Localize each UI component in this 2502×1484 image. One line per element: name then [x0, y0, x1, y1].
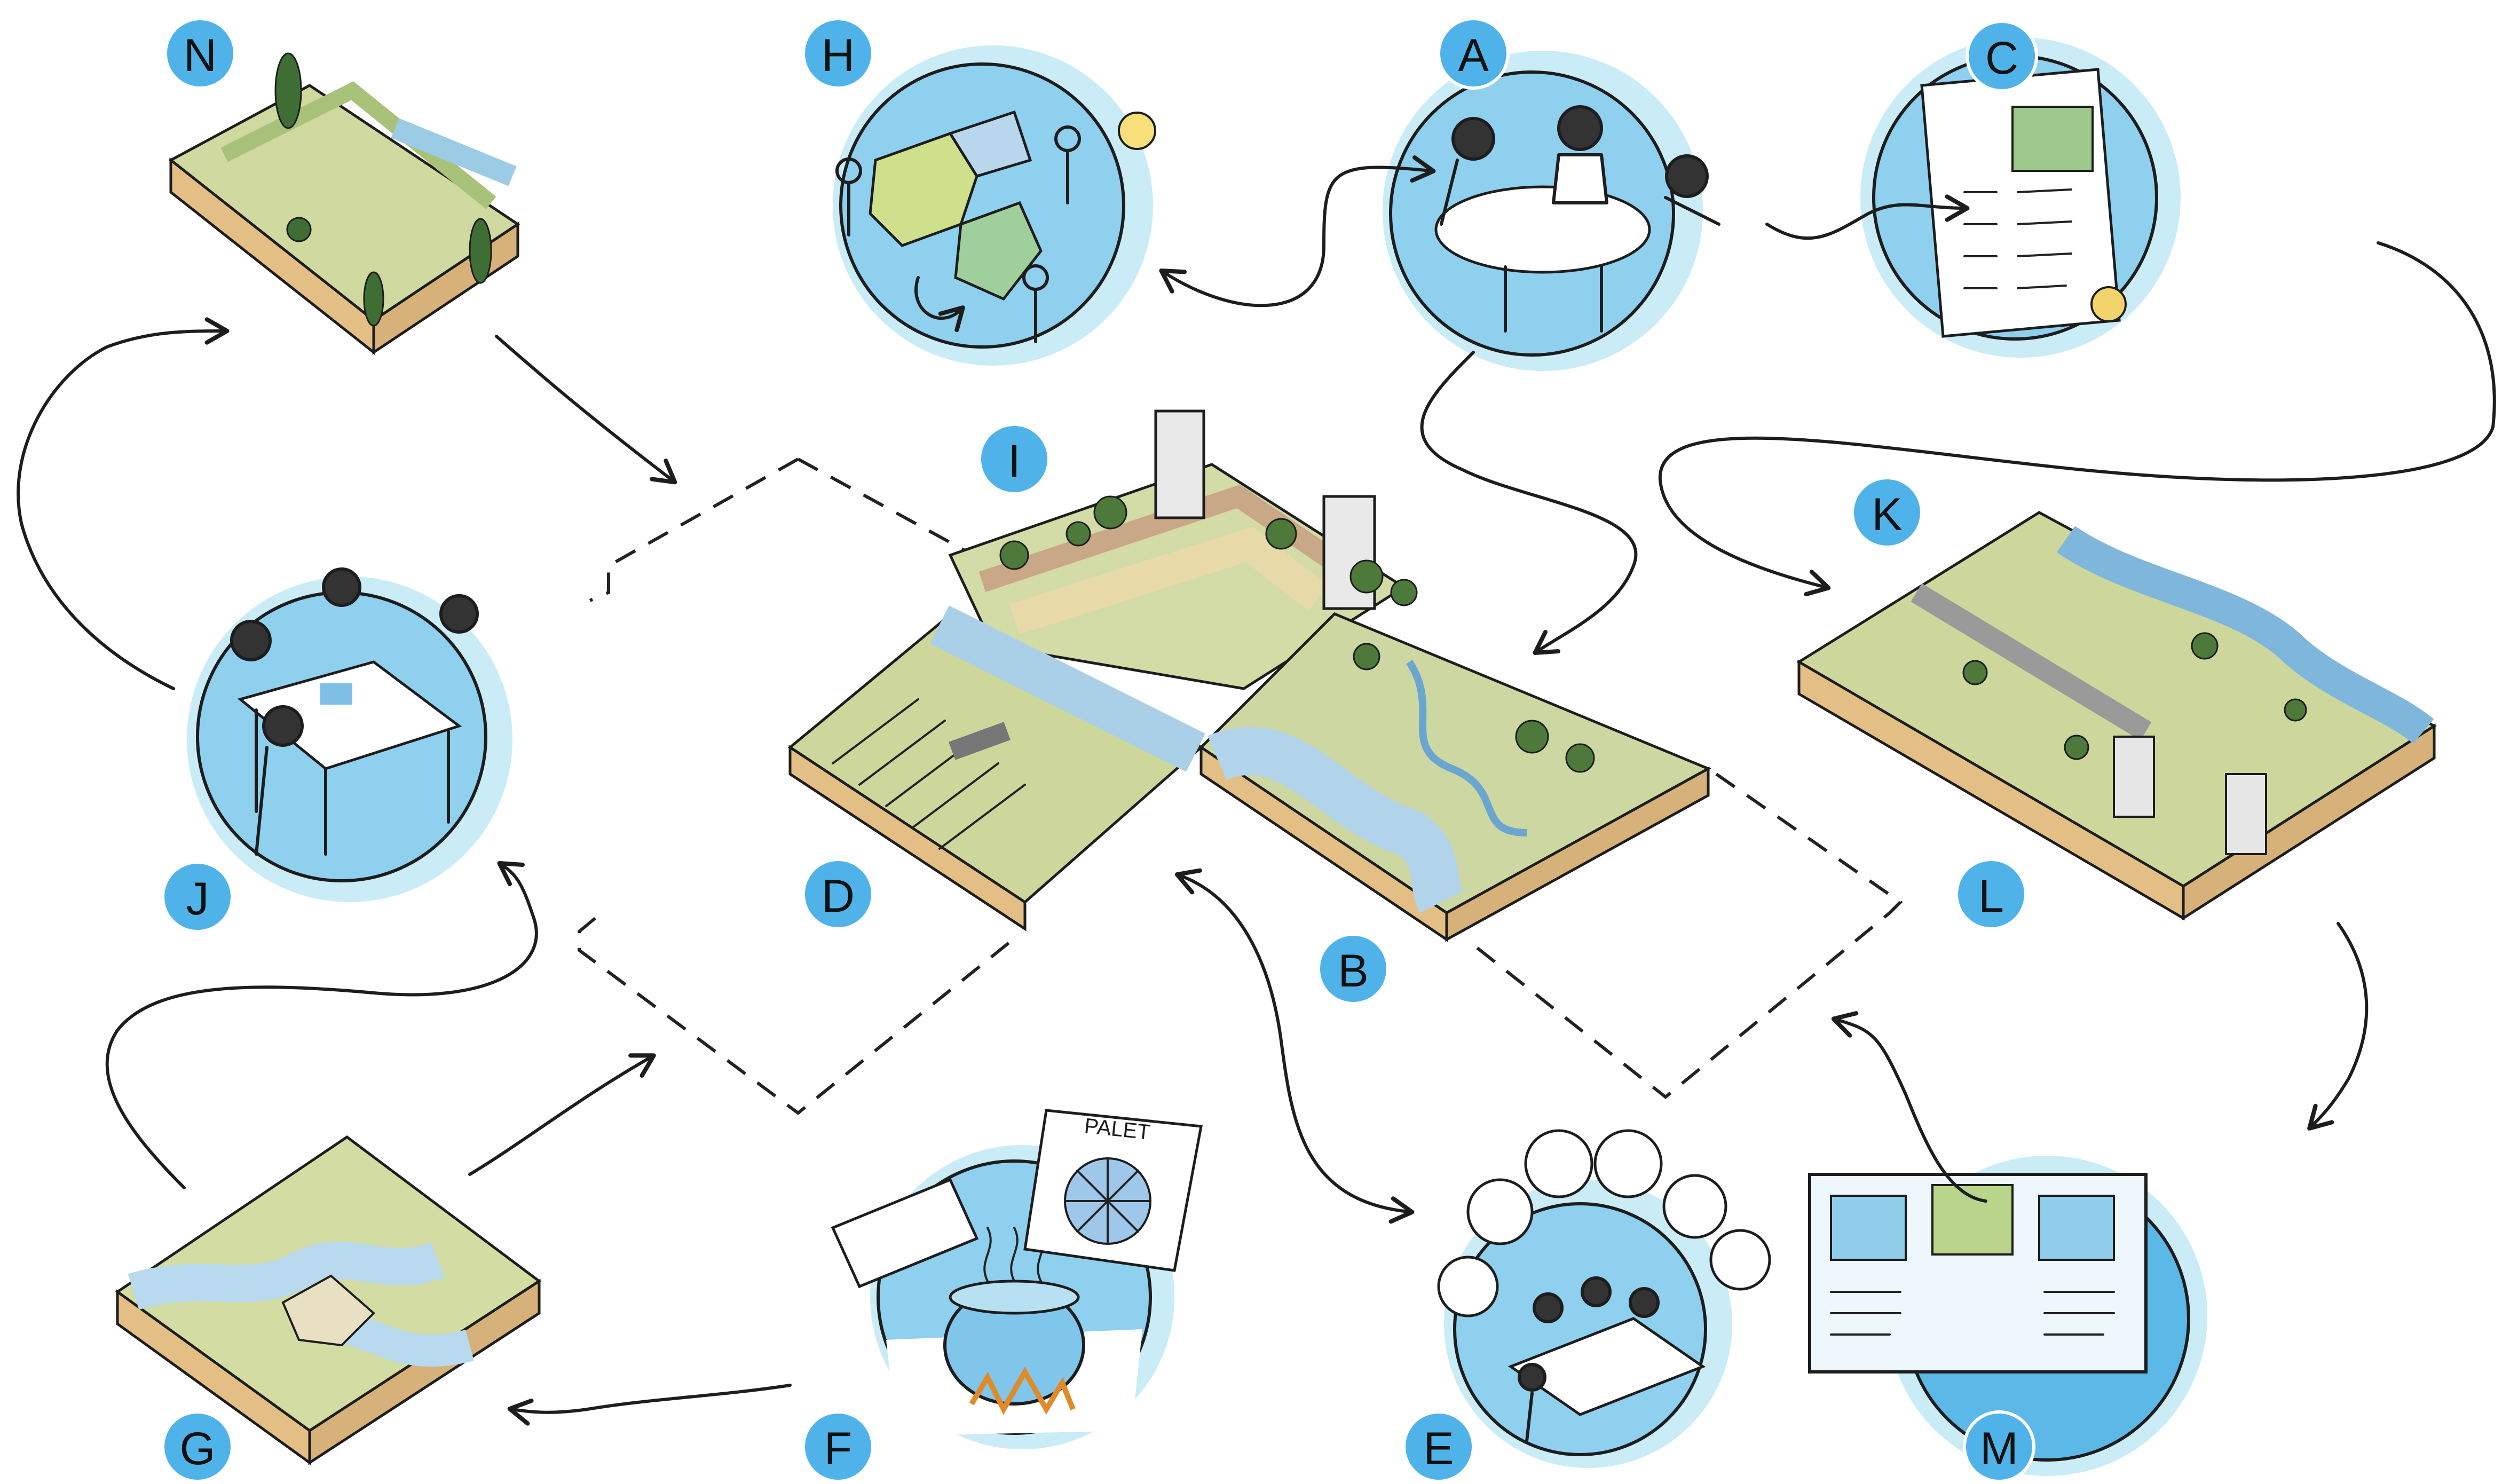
model-icon [1709, 1229, 1771, 1291]
badge-c-label: C [1985, 33, 2018, 84]
city-icon [1524, 1129, 1593, 1198]
badge-i: I [978, 423, 1051, 495]
calendar-icon [1437, 1256, 1499, 1317]
circle-j-table [187, 567, 512, 902]
badge-d-label: D [822, 871, 855, 922]
badge-e-label: E [1423, 1423, 1454, 1474]
terrain-block-kl [1796, 511, 2437, 921]
badge-b: B [1317, 933, 1390, 1005]
badge-a: A [1437, 17, 1510, 90]
badge-m-label: M [1980, 1423, 2018, 1474]
node-badges: A B C D E F G H I J K L M N [161, 17, 2038, 1483]
circle-a-workshop [1383, 51, 1720, 371]
badge-b-label: B [1338, 945, 1368, 997]
badge-d: D [802, 858, 874, 930]
central-dashed-frame [578, 457, 1903, 1115]
tools-icon [1593, 1129, 1663, 1198]
arrow-g-j [105, 861, 538, 1189]
tower-building-k1 [2113, 736, 2155, 818]
badge-f: F [802, 1410, 874, 1483]
badge-k-label: K [1872, 489, 1902, 540]
badge-g-label: G [180, 1423, 216, 1474]
arrow-g-center [468, 1053, 656, 1176]
badge-m: M [1963, 1410, 2035, 1483]
circle-h-puzzle [833, 45, 1156, 366]
badge-f-label: F [824, 1423, 853, 1474]
arrow-a-c [1765, 194, 1970, 240]
arrow-n-center [495, 335, 677, 485]
central-terrain-model [787, 409, 1711, 942]
arrow-f-g [507, 1384, 792, 1426]
arrow-c-k [1658, 241, 2496, 597]
terrain-block-n [168, 52, 520, 356]
terrain-block-g [115, 1135, 542, 1465]
arrow-m-center [1831, 1011, 1987, 1203]
badge-e: E [1402, 1410, 1475, 1483]
badge-l: L [1955, 858, 2027, 930]
badge-l-label: L [1978, 871, 2004, 922]
arrow-a-h [1159, 155, 1436, 307]
arrow-j-n [17, 317, 230, 690]
map-icon [1662, 1174, 1727, 1239]
lightbulb-icon [1118, 112, 1156, 150]
badge-i-label: I [1008, 436, 1021, 487]
flow-arrows [17, 155, 2496, 1426]
badge-h-label: H [822, 30, 855, 81]
circle-e-stakeholders [1437, 1129, 1771, 1468]
badge-k: K [1851, 476, 1923, 549]
arrow-l-m [2307, 922, 2369, 1131]
tower-building-left [1154, 409, 1205, 519]
circle-c-document [1860, 37, 2181, 358]
arrow-d-e [1174, 868, 1415, 1224]
badge-h: H [802, 17, 874, 90]
badge-c: C [1966, 20, 2038, 92]
badge-n: N [164, 17, 236, 90]
badge-g: G [161, 1410, 234, 1483]
plant-icon [1466, 1178, 1534, 1245]
circle-f-cauldron: PALET [831, 1109, 1203, 1449]
badge-n-label: N [184, 30, 217, 81]
badge-j-label: J [186, 873, 209, 925]
badge-a-label: A [1458, 30, 1489, 81]
badge-j: J [161, 861, 234, 933]
arrow-a-b [1420, 351, 1638, 656]
tower-building-k2 [2225, 773, 2267, 855]
circle-m-screen [1808, 1156, 2207, 1476]
tower-building-right [1322, 495, 1376, 610]
